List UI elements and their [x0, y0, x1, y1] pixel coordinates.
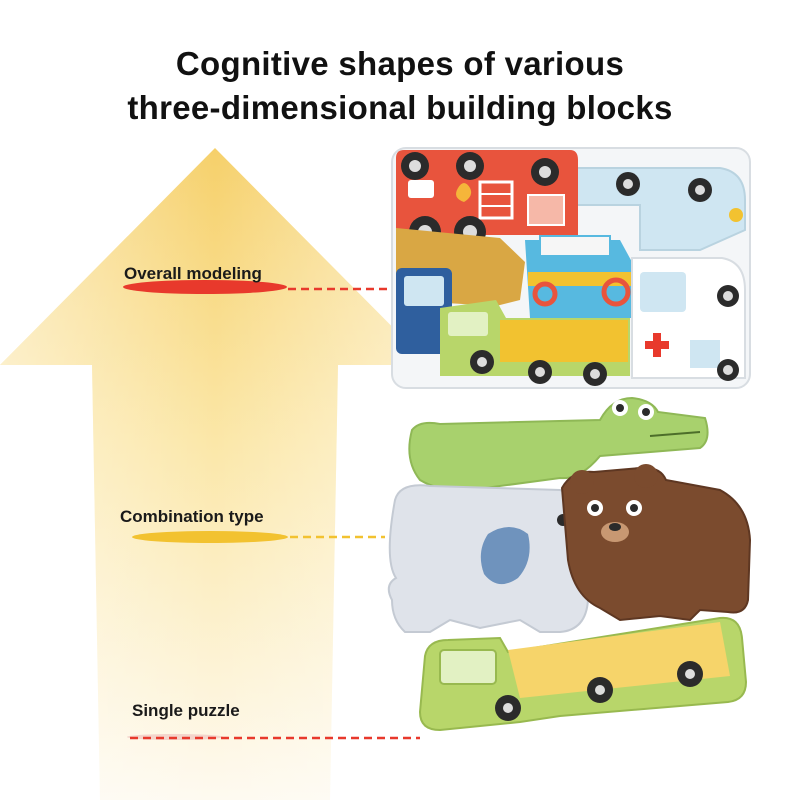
combination-marker: [132, 531, 288, 543]
upward-arrow: [0, 148, 430, 800]
title-line-1: Cognitive shapes of various: [175, 45, 625, 82]
page-title: Cognitive shapes of various three-dimens…: [0, 42, 800, 130]
single-truck-block: [418, 616, 748, 732]
animal-combination-block: [387, 396, 752, 633]
label-single-puzzle: Single puzzle: [132, 701, 240, 720]
title-line-2: three-dimensional building blocks: [127, 89, 673, 126]
label-overall-modeling: Overall modeling: [124, 264, 262, 283]
vehicle-puzzle-block: [391, 147, 751, 389]
label-combination-type: Combination type: [120, 507, 264, 526]
overall-marker: [123, 280, 287, 294]
